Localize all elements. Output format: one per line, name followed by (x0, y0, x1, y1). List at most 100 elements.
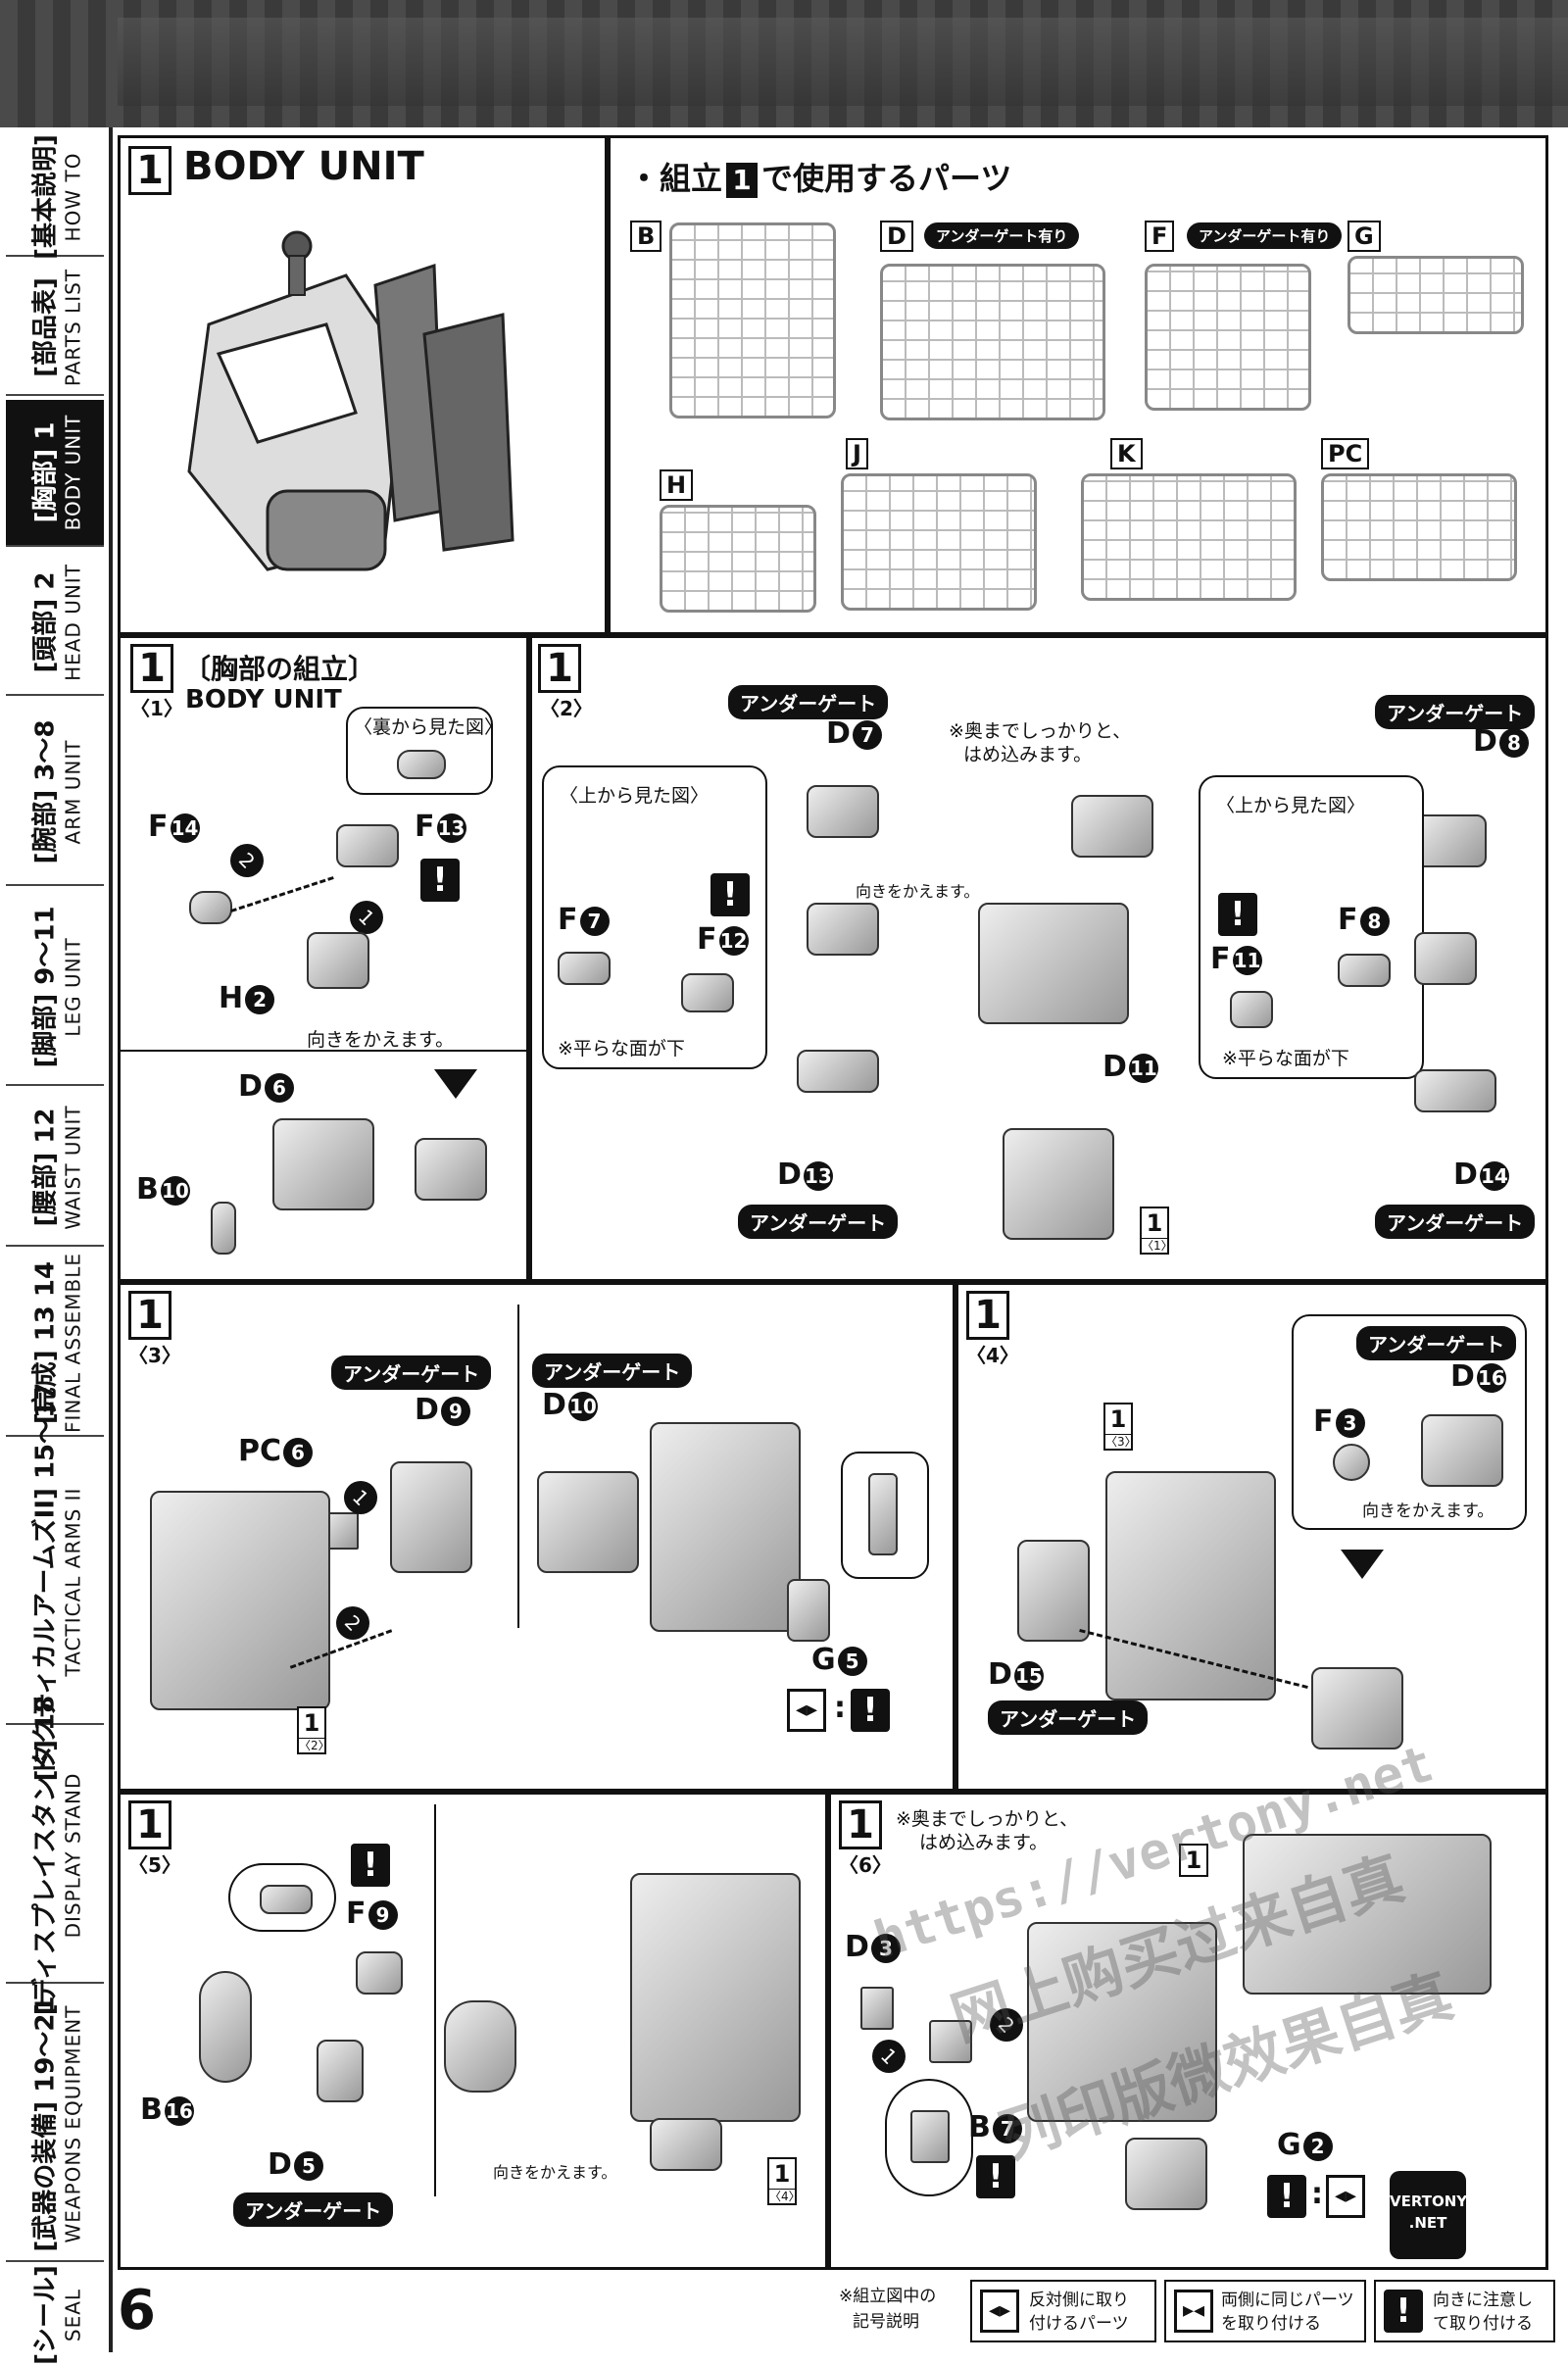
part-number: 10 (567, 1391, 598, 1421)
part-f3 (1333, 1444, 1370, 1481)
part-top-sub (1071, 795, 1153, 858)
part-number: 14 (170, 813, 200, 843)
part-f9 (356, 1951, 403, 1995)
step-badge: 1 (538, 644, 581, 693)
part-d16 (1421, 1414, 1503, 1487)
step-badge: 1 (966, 1291, 1009, 1340)
part-number: 6 (283, 1437, 314, 1467)
caution-icon: ! (1218, 893, 1257, 936)
body-unit-header-panel: 1 BODY UNIT (118, 135, 608, 635)
part-number: 14 (1479, 1160, 1509, 1191)
part-letter: H (219, 981, 244, 1015)
legend-a-line2: 付けるパーツ (1029, 2314, 1129, 2334)
part-letter: D (826, 716, 851, 751)
under-gate-badge: アンダーゲート (1375, 695, 1536, 729)
part-f9-detail (260, 1885, 313, 1914)
colon: : (1311, 2177, 1323, 2211)
part-letter: D (1450, 1359, 1475, 1394)
part-letter: B (140, 2093, 163, 2127)
top-view-note: 〈上から見た図〉 (560, 785, 710, 807)
legend-opposite-side: ◂▸ 反対側に取り 付けるパーツ (970, 2280, 1156, 2342)
part-d10 (537, 1471, 639, 1573)
step-badge: 1 (839, 1800, 882, 1849)
ref-step: 1 (773, 2160, 791, 2188)
part-number: 6 (264, 1072, 294, 1103)
tab-jp: [脚部] 9〜11 (30, 906, 61, 1068)
tab-jp: [基本説明] (30, 134, 61, 260)
under-gate-badge: アンダーゲート (331, 1355, 492, 1390)
part-number: 8 (1498, 727, 1529, 758)
tab-en: HEAD UNIT (61, 564, 85, 681)
sidebar-tab-seal[interactable]: [シール]SEAL (6, 2265, 104, 2365)
part-number: 13 (803, 1160, 833, 1191)
ref-step-1-2: 1〈2〉 (297, 1706, 330, 1754)
ref-step-1-4: 1〈4〉 (767, 2157, 801, 2205)
part-step1-ref (1003, 1128, 1114, 1240)
legend-b-line1: 両側に同じパーツ (1221, 2291, 1354, 2310)
substep-label: 〈2〉 (540, 697, 593, 720)
runner-d (880, 264, 1105, 420)
runner-label-b: B (630, 221, 662, 252)
part-d5-assembled (650, 2118, 722, 2171)
under-gate-badge: アンダーゲート (233, 2193, 394, 2227)
parts-used-prefix: ・組立 (628, 160, 723, 197)
back-view-part (397, 750, 446, 779)
page-title: BODY UNIT (183, 144, 424, 189)
sidebar-tab-how-to[interactable]: [基本説明]HOW TO (6, 134, 104, 260)
part-d5 (317, 2040, 364, 2102)
part-letter: G (811, 1643, 836, 1677)
turn-arrow-icon (434, 1069, 477, 1099)
part-letter: F (346, 1897, 367, 1931)
ref-sub: 〈4〉 (769, 2189, 801, 2203)
runner-label-k: K (1110, 438, 1143, 469)
opposite-side-icon: ◂▸ (1326, 2175, 1365, 2218)
part-f12 (681, 973, 734, 1012)
part-d14 (1414, 1069, 1496, 1112)
parts-used-step: 1 (726, 163, 759, 198)
runner-b (669, 222, 836, 419)
part-letter: D (542, 1388, 566, 1422)
part-f14 (189, 891, 232, 924)
tab-jp: [頭部] 2 (30, 571, 61, 673)
caution-icon: ! (851, 1689, 890, 1732)
logo-line1: VERTONY (1390, 2193, 1468, 2210)
insert-note-line1: ※奥までしっかりと、 (896, 1808, 1079, 1830)
both-sides-icon: ▸◂ (1174, 2290, 1213, 2333)
caution-icon: ! (710, 873, 750, 916)
part-number: 16 (1476, 1362, 1506, 1393)
ref-step-1-3: 1〈3〉 (1103, 1403, 1137, 1451)
back-view-note: 〈裏から見た図〉 (354, 716, 504, 738)
part-letter: D (1102, 1050, 1127, 1084)
legend-title-line2: 記号説明 (853, 2312, 919, 2332)
sidebar-tab-parts-list[interactable]: [部品表]PARTS LIST (6, 261, 104, 396)
ref-sub: 〈2〉 (299, 1738, 330, 1752)
part-letter: F (558, 903, 578, 937)
part-d13 (797, 1050, 879, 1093)
part-number: 9 (368, 1899, 398, 1930)
